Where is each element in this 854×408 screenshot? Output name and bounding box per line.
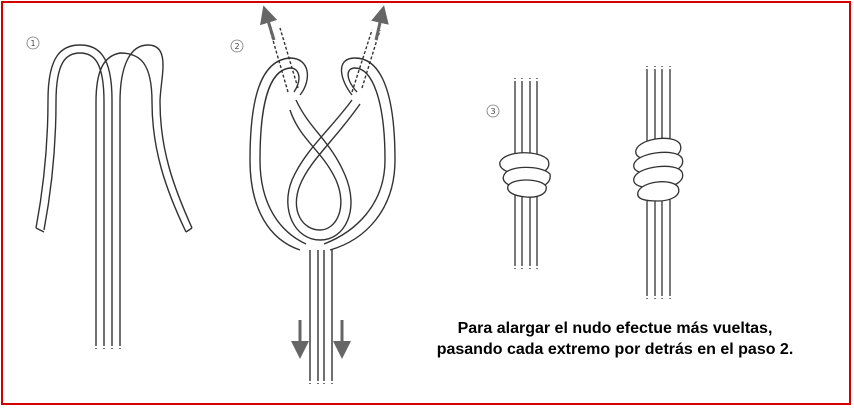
step-1-figure: 1: [26, 36, 193, 350]
step-1-rope: [35, 44, 193, 350]
step-3-label: 3: [490, 107, 495, 116]
step-3-small-knot: [499, 78, 551, 270]
step-2-label: 2: [234, 42, 239, 51]
step-2-rope: [249, 27, 396, 386]
step-1-label: 1: [30, 39, 35, 48]
caption-line-2: pasando cada extremo por detrás en el pa…: [436, 341, 794, 358]
step-2-arrows: [260, 5, 389, 359]
step-3-badge: [486, 104, 500, 118]
step-1-badge: [26, 36, 40, 50]
pull-up-arrow-right: [371, 5, 389, 41]
step-2-badge: [230, 39, 244, 53]
step-3-large-knot: [633, 66, 684, 300]
step-3-figure: 3: [486, 66, 684, 300]
caption-line-1: Para alargar el nudo efectue más vueltas…: [457, 320, 773, 337]
pull-up-arrow-left: [260, 5, 278, 41]
step-2-figure: 2: [230, 5, 396, 386]
caption: Para alargar el nudo efectue más vueltas…: [385, 318, 845, 360]
